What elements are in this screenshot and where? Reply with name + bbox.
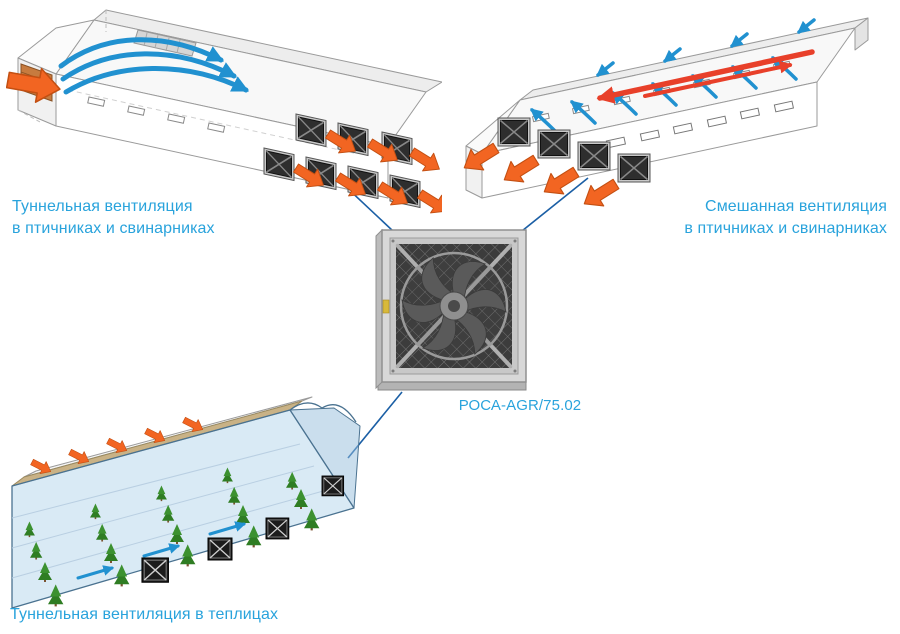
airflow-arrow-icon (596, 61, 615, 77)
greenhouse-end-arches (289, 402, 357, 423)
exhaust-fan-icon (577, 141, 611, 171)
exhaust-fan-icon (321, 475, 345, 497)
fan-unit-base (377, 381, 527, 391)
fan-blades (401, 257, 507, 355)
greenhouse-front-face (11, 409, 355, 609)
exhaust-fan-icon (537, 129, 571, 159)
warning-sticker (382, 299, 390, 314)
tunnel-barn-caption: Туннельная вентиляция в птичниках и свин… (12, 196, 215, 239)
product-model-label: РОСА-AGR/75.02 (458, 397, 582, 414)
airflow-arrow-icon (63, 66, 250, 95)
exhaust-fan-icon (207, 537, 233, 561)
exhaust-arrow-icon (577, 173, 623, 215)
incoming-airflow-arrows-far-slope (596, 18, 816, 77)
airflow-arrow-icon (208, 521, 247, 536)
exhaust-fan-icon (617, 153, 651, 183)
greenhouse-structure (11, 396, 361, 609)
caption-line-2: в птичниках и свинарниках (684, 219, 887, 237)
wall-vent-windows (87, 96, 226, 133)
greenhouse-caption: Туннельная вентиляция в теплицах (10, 606, 279, 623)
airflow-arrow-icon (530, 108, 557, 133)
airflow-arrow-icon (730, 32, 749, 48)
tunnel-ventilation-barn-illustration (6, 9, 442, 214)
red-airflow-arrow-icon (643, 60, 793, 98)
airflow-arrow-icon (663, 47, 682, 63)
exhaust-fan-icon (497, 117, 531, 147)
barn-far-end-cap (854, 17, 869, 51)
greenhouse-illustration (11, 396, 361, 609)
caption-line-1: Смешанная вентиляция (705, 198, 887, 215)
exhaust-fan-icon (141, 557, 170, 583)
frame-screws (391, 239, 517, 373)
fan-unit-side-depth (375, 228, 383, 390)
exhaust-fan-unit-illustration (375, 228, 527, 391)
mixed-barn-caption: Смешанная вентиляция в птичниках и свина… (684, 196, 887, 239)
internal-airflow-arrows (76, 521, 247, 580)
mixed-ventilation-barn-illustration (460, 17, 869, 215)
ridge-recirculation-arrows (596, 49, 815, 104)
caption-line-1: Туннельная вентиляция (12, 198, 193, 215)
airflow-arrow-icon (58, 37, 225, 69)
exhaust-fan-icon (265, 517, 290, 540)
airflow-arrow-icon (570, 100, 597, 125)
airflow-arrow-icon (142, 543, 181, 558)
airflow-arrow-icon (60, 51, 238, 82)
airflow-arrow-icon (76, 565, 115, 580)
barn-hidden-edges (17, 10, 107, 123)
fan-unit-body (375, 228, 527, 391)
fan-hub-center (448, 300, 460, 312)
internal-airflow-arrows (58, 37, 250, 95)
red-airflow-arrow-icon (596, 49, 815, 104)
caption-line-2: в птичниках и свинарниках (12, 219, 215, 237)
airflow-arrow-icon (797, 18, 816, 34)
barn-structure (17, 9, 442, 199)
wall-vent-windows (605, 100, 795, 149)
